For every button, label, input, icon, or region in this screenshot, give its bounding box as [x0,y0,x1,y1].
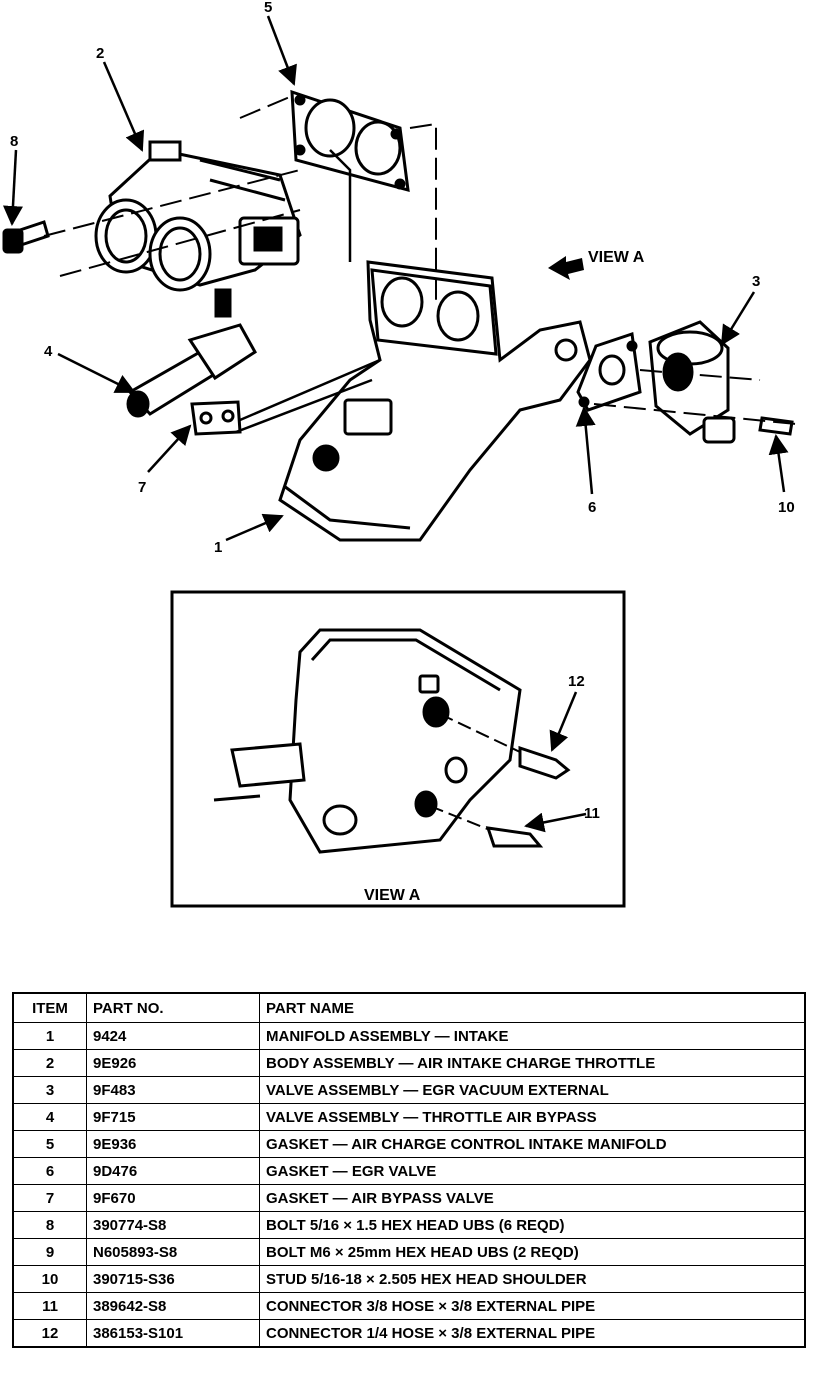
cell-part-name: BODY ASSEMBLY — AIR INTAKE CHARGE THROTT… [259,1049,806,1077]
table-row: 12 386153-S101 CONNECTOR 1/4 HOSE × 3/8 … [12,1319,806,1348]
cell-part-name: VALVE ASSEMBLY — THROTTLE AIR BYPASS [259,1103,806,1131]
cell-part-name: BOLT 5/16 × 1.5 HEX HEAD UBS (6 REQD) [259,1211,806,1239]
throttle-body-assembly [94,140,302,292]
cell-part-name: CONNECTOR 3/8 HOSE × 3/8 EXTERNAL PIPE [259,1292,806,1320]
view-a-arrow-label: VIEW A [588,249,645,266]
table-row: 7 9F670 GASKET — AIR BYPASS VALVE [12,1184,806,1212]
gasket-egr-valve [576,332,642,412]
header-part-no: PART NO. [86,992,260,1023]
cell-part-no: 390715-S36 [86,1265,260,1293]
header-item: ITEM [12,992,87,1023]
callout-3: 3 [752,273,760,290]
cell-part-no: N605893-S8 [86,1238,260,1266]
table-row: 11 389642-S8 CONNECTOR 3/8 HOSE × 3/8 EX… [12,1292,806,1320]
cell-part-no: 9424 [86,1022,260,1050]
egr-valve-assembly [648,320,736,444]
cell-item: 10 [12,1265,87,1293]
cell-item: 3 [12,1076,87,1104]
cell-part-no: 9F483 [86,1076,260,1104]
cell-part-no: 9E936 [86,1130,260,1158]
cell-part-no: 389642-S8 [86,1292,260,1320]
header-part-name: PART NAME [259,992,806,1023]
callout-10: 10 [778,499,795,516]
callout-7: 7 [138,479,146,496]
air-bypass-valve [126,288,257,418]
cell-part-name: STUD 5/16-18 × 2.505 HEX HEAD SHOULDER [259,1265,806,1293]
callout-2: 2 [96,45,104,62]
cell-part-name: GASKET — AIR CHARGE CONTROL INTAKE MANIF… [259,1130,806,1158]
table-row: 3 9F483 VALVE ASSEMBLY — EGR VACUUM EXTE… [12,1076,806,1104]
table-row: 9 N605893-S8 BOLT M6 × 25mm HEX HEAD UBS… [12,1238,806,1266]
cell-part-no: 390774-S8 [86,1211,260,1239]
view-a-direction-arrow: VIEW A [548,249,645,280]
table-row: 10 390715-S36 STUD 5/16-18 × 2.505 HEX H… [12,1265,806,1293]
cell-item: 1 [12,1022,87,1050]
cell-part-no: 9E926 [86,1049,260,1077]
cell-item: 5 [12,1130,87,1158]
callout-12: 12 [568,673,585,690]
callout-11: 11 [584,805,600,822]
callout-8: 8 [10,133,18,150]
table-row: 4 9F715 VALVE ASSEMBLY — THROTTLE AIR BY… [12,1103,806,1131]
callout-1: 1 [214,539,222,556]
cell-item: 11 [12,1292,87,1320]
cell-part-name: BOLT M6 × 25mm HEX HEAD UBS (2 REQD) [259,1238,806,1266]
cell-part-name: VALVE ASSEMBLY — EGR VACUUM EXTERNAL [259,1076,806,1104]
cell-item: 7 [12,1184,87,1212]
cell-part-no: 9D476 [86,1157,260,1185]
cell-part-name: GASKET — EGR VALVE [259,1157,806,1185]
gasket-air-charge-control [290,89,410,193]
callout-6: 6 [588,499,596,516]
view-a-inset: 12 11 VIEW A [170,590,626,908]
parts-table: ITEM PART NO. PART NAME 1 9424 MANIFOLD … [12,992,806,1348]
table-row: 8 390774-S8 BOLT 5/16 × 1.5 HEX HEAD UBS… [12,1211,806,1239]
cell-part-no: 9F670 [86,1184,260,1212]
cell-item: 12 [12,1319,87,1348]
cell-part-no: 386153-S101 [86,1319,260,1348]
cell-item: 8 [12,1211,87,1239]
cell-item: 2 [12,1049,87,1077]
cell-part-no: 9F715 [86,1103,260,1131]
bolt-8 [2,220,50,254]
cell-item: 9 [12,1238,87,1266]
cell-item: 6 [12,1157,87,1185]
cell-part-name: GASKET — AIR BYPASS VALVE [259,1184,806,1212]
exploded-view-diagram: VIEW A 1 2 3 4 5 6 7 8 10 [2,0,797,908]
inset-caption: VIEW A [364,887,421,904]
gasket-air-bypass [190,400,242,436]
table-row: 6 9D476 GASKET — EGR VALVE [12,1157,806,1185]
cell-part-name: CONNECTOR 1/4 HOSE × 3/8 EXTERNAL PIPE [259,1319,806,1348]
table-header-row: ITEM PART NO. PART NAME [12,992,806,1023]
table-row: 2 9E926 BODY ASSEMBLY — AIR INTAKE CHARG… [12,1049,806,1077]
callout-5: 5 [264,0,272,16]
table-row: 1 9424 MANIFOLD ASSEMBLY — INTAKE [12,1022,806,1050]
cell-part-name: MANIFOLD ASSEMBLY — INTAKE [259,1022,806,1050]
table-row: 5 9E936 GASKET — AIR CHARGE CONTROL INTA… [12,1130,806,1158]
intake-manifold-assembly [278,260,592,542]
callout-4: 4 [44,343,53,360]
cell-item: 4 [12,1103,87,1131]
